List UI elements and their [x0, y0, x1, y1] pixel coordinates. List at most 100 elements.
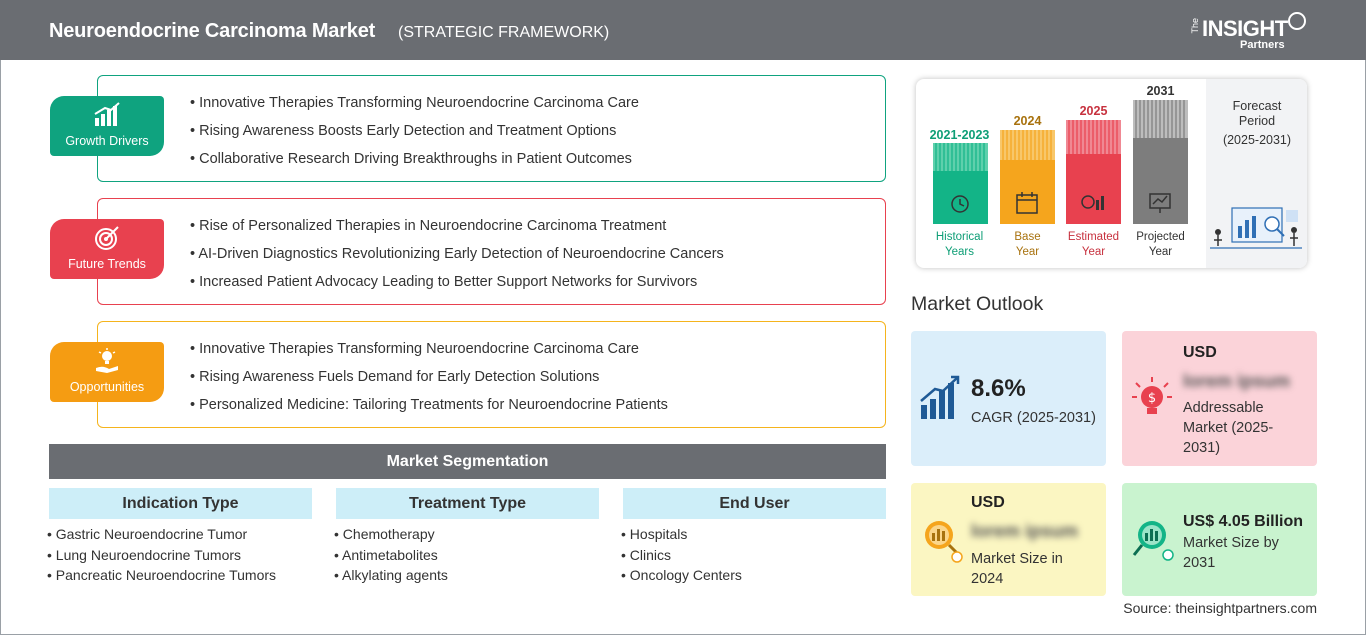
size2031-label: Market Size by 2031 — [1183, 535, 1279, 571]
svg-text:$: $ — [1148, 391, 1156, 406]
list-item: Personalized Medicine: Tailoring Treatme… — [190, 396, 668, 424]
page-title: Neuroendocrine Carcinoma Market — [49, 20, 376, 42]
future-trends-label: Future Trends — [68, 257, 146, 271]
opportunities-label: Opportunities — [69, 380, 145, 394]
caption-line: Year — [1148, 246, 1173, 258]
timeline-year-historical: 2021-2023 — [929, 128, 990, 142]
growth-drivers-badge: Growth Drivers — [50, 96, 164, 156]
list-item: Lung Neuroendocrine Tumors — [47, 546, 276, 567]
segment-heading-end-user: End User — [623, 488, 886, 519]
growth-drivers-label: Growth Drivers — [65, 134, 149, 148]
logo-swoosh-icon — [1288, 12, 1306, 30]
addressable-value: lorem ipsum — [1183, 371, 1291, 391]
cagr-value: 8.6% — [971, 375, 1026, 402]
magnifier-chart-icon — [1132, 521, 1174, 561]
timeline-year-projected: 2031 — [1146, 84, 1175, 98]
list-item: Pancreatic Neuroendocrine Tumors — [47, 566, 276, 587]
target-icon — [95, 226, 119, 250]
settings-chart-icon — [1081, 195, 1104, 210]
segmentation-title: Market Segmentation — [49, 444, 886, 479]
timeline-bar-estimated — [1066, 120, 1121, 224]
timeline-year-base: 2024 — [1013, 114, 1042, 128]
list-item: Clinics — [621, 546, 742, 567]
caption-line: Historical — [935, 231, 984, 243]
future-trends-list: Rise of Personalized Therapies in Neuroe… — [190, 217, 724, 301]
opportunities-badge: Opportunities — [50, 342, 164, 402]
caption-line: Projected — [1136, 231, 1185, 243]
forecast-range: (2025-2031) — [1222, 133, 1292, 147]
list-item: AI-Driven Diagnostics Revolutionizing Ea… — [190, 245, 723, 273]
logo-insight: INSIGHT — [1202, 16, 1288, 41]
future-trends-card: Rise of Personalized Therapies in Neuroe… — [97, 198, 886, 305]
analytics-illustration-icon — [1210, 207, 1302, 249]
caption-line: Year — [1015, 246, 1040, 258]
logo-the: The — [1190, 18, 1200, 34]
list-item: Hospitals — [621, 525, 742, 546]
segment-heading-indication: Indication Type — [49, 488, 312, 519]
future-trends-badge: Future Trends — [50, 219, 164, 279]
caption-line: Base — [1014, 231, 1041, 243]
opportunities-list: Innovative Therapies Transforming Neuroe… — [190, 340, 668, 424]
addressable-label: Addressable Market (2025-2031) — [1183, 400, 1274, 456]
caption-line: Years — [945, 246, 974, 258]
timeline-year-estimated: 2025 — [1079, 104, 1108, 118]
opportunities-card: Innovative Therapies Transforming Neuroe… — [97, 321, 886, 428]
logo-partners: Partners — [1240, 39, 1285, 51]
list-item: Increased Patient Advocacy Leading to Be… — [190, 273, 724, 301]
caption-line: Year — [1081, 246, 1106, 258]
list-item: Antimetabolites — [334, 546, 448, 567]
treatment-list: Chemotherapy Antimetabolites Alkylating … — [334, 525, 448, 587]
segment-heading-treatment: Treatment Type — [336, 488, 599, 519]
end-user-list: Hospitals Clinics Oncology Centers — [621, 525, 742, 587]
indication-list: Gastric Neuroendocrine Tumor Lung Neuroe… — [47, 525, 276, 587]
page-subtitle: (STRATEGIC FRAMEWORK) — [398, 24, 610, 41]
list-item: Innovative Therapies Transforming Neuroe… — [190, 94, 639, 122]
magnifier-chart-icon — [925, 521, 963, 563]
history-icon — [951, 195, 969, 213]
size2024-value: lorem ipsum — [971, 521, 1079, 541]
outlook-title: Market Outlook — [911, 293, 1044, 315]
list-item: Alkylating agents — [334, 566, 448, 587]
list-item: Oncology Centers — [621, 566, 742, 587]
list-item: Chemotherapy — [334, 525, 448, 546]
cagr-label: CAGR (2025-2031) — [971, 410, 1096, 426]
calendar-icon — [1016, 192, 1038, 214]
list-item: Rising Awareness Fuels Demand for Early … — [190, 368, 668, 396]
presentation-icon — [1149, 193, 1171, 213]
list-item: Collaborative Research Driving Breakthro… — [190, 150, 639, 178]
source-credit[interactable]: Source: theinsightpartners.com — [1123, 600, 1317, 616]
insight-partners-logo[interactable]: The INSIGHT Partners — [1190, 10, 1310, 54]
bar-stripes — [933, 143, 988, 171]
caption-line: Estimated — [1067, 231, 1120, 243]
addressable-market-card: $ USD lorem ipsum Addressable Market (20… — [1122, 331, 1317, 466]
list-item: Rise of Personalized Therapies in Neuroe… — [190, 217, 724, 245]
growth-drivers-list: Innovative Therapies Transforming Neuroe… — [190, 94, 639, 178]
size2024-currency: USD — [971, 494, 1005, 511]
size2024-label: Market Size in 2024 — [971, 551, 1063, 587]
list-item: Gastric Neuroendocrine Tumor — [47, 525, 276, 546]
growth-chart-icon — [94, 102, 120, 126]
timeline-bar-base — [1000, 130, 1055, 224]
size2031-value: US$ 4.05 Billion — [1183, 513, 1304, 530]
growth-drivers-card: Innovative Therapies Transforming Neuroe… — [97, 75, 886, 182]
addressable-currency: USD — [1183, 344, 1217, 361]
bar-stripes — [1066, 120, 1121, 154]
market-size-2024-card: USD lorem ipsum Market Size in 2024 — [911, 483, 1106, 596]
lightbulb-hand-icon — [96, 348, 118, 373]
header-bar: Neuroendocrine Carcinoma Market (STRATEG… — [0, 0, 1366, 60]
cagr-card: 8.6% CAGR (2025-2031) — [911, 331, 1106, 466]
forecast-title: Forecast Period — [1232, 99, 1282, 128]
timeline-bar-projected — [1133, 100, 1188, 224]
bar-stripes — [1133, 100, 1188, 138]
timeline-bar-historical — [933, 143, 988, 224]
list-item: Innovative Therapies Transforming Neuroe… — [190, 340, 668, 368]
lightbulb-dollar-icon: $ — [1132, 377, 1172, 414]
growth-chart-icon — [920, 375, 960, 419]
bar-stripes — [1000, 130, 1055, 160]
list-item: Rising Awareness Boosts Early Detection … — [190, 122, 639, 150]
market-size-2031-card: US$ 4.05 Billion Market Size by 2031 — [1122, 483, 1317, 596]
